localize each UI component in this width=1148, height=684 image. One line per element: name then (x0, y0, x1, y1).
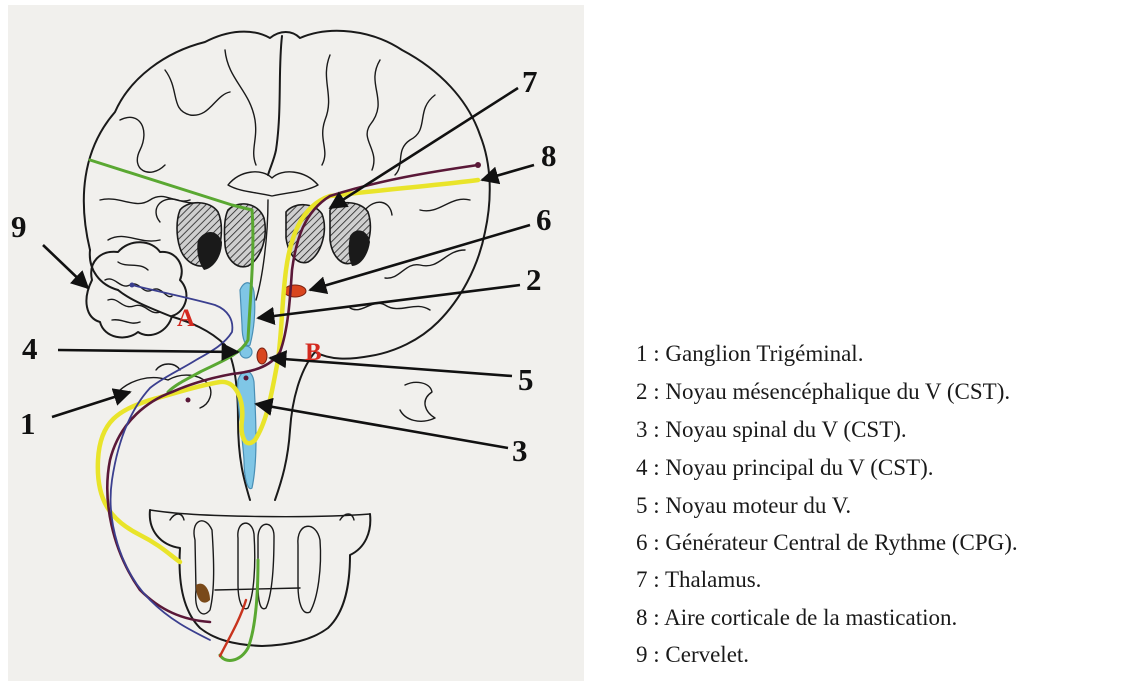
legend-item-9: 9 : Cervelet. (636, 642, 749, 667)
legend-item-3: 3 : Noyau spinal du V (CST). (636, 417, 907, 442)
callout-8: 8 (541, 138, 557, 173)
callout-7: 7 (522, 64, 538, 99)
callout-3: 3 (512, 433, 528, 468)
callout-5: 5 (518, 362, 534, 397)
legend-item-7: 7 : Thalamus. (636, 567, 761, 592)
legend-item-8: 8 : Aire corticale de la mastication. (636, 605, 957, 630)
legend-item-4: 4 : Noyau principal du V (CST). (636, 455, 933, 480)
motor-nucleus-5 (257, 348, 267, 364)
callout-2: 2 (526, 262, 542, 297)
illustration-panel (8, 5, 584, 681)
callout-6: 6 (536, 202, 552, 237)
legend-item-2: 2 : Noyau mésencéphalique du V (CST). (636, 379, 1010, 404)
callout-4: 4 (22, 331, 38, 366)
legend: 1 : Ganglion Trigéminal. 2 : Noyau mésen… (636, 341, 1018, 667)
legend-item-5: 5 : Noyau moteur du V. (636, 493, 851, 518)
callout-9: 9 (11, 209, 27, 244)
legend-item-6: 6 : Générateur Central de Rythme (CPG). (636, 530, 1018, 555)
side-label-a: A (177, 305, 195, 332)
callout-1: 1 (20, 406, 36, 441)
cpg-6 (284, 285, 306, 297)
legend-item-1: 1 : Ganglion Trigéminal. (636, 341, 863, 366)
side-label-b: B (305, 339, 322, 366)
